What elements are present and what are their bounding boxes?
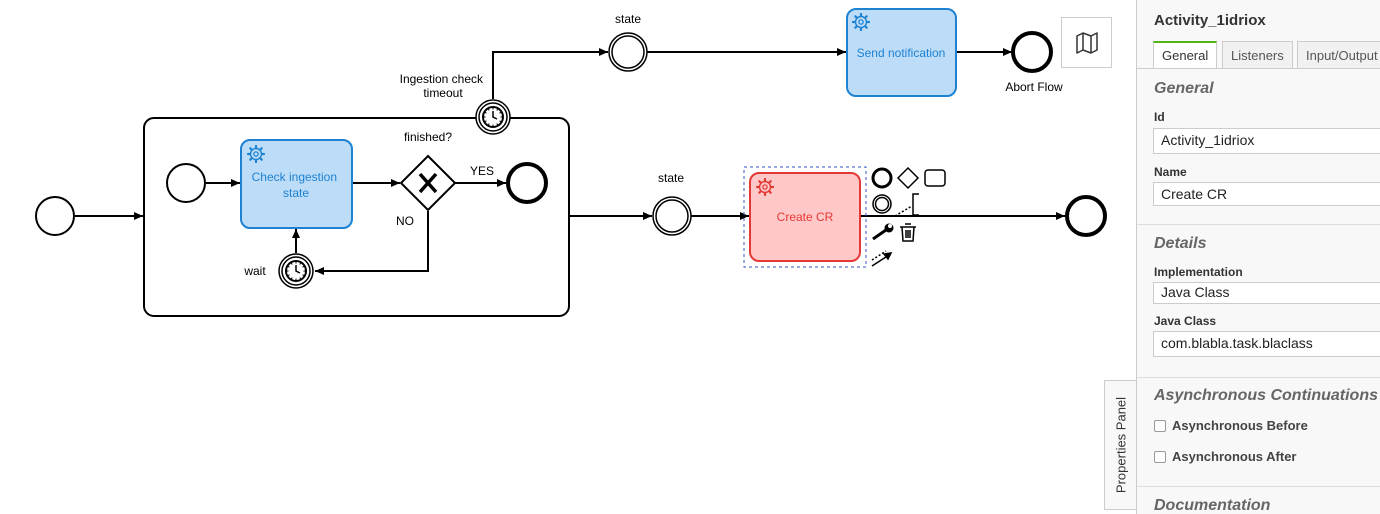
task-create-cr-shape	[749, 172, 861, 262]
group-divider	[1137, 486, 1380, 487]
async-before-checkbox[interactable]	[1154, 419, 1166, 432]
flow-label-yes: YES	[470, 164, 494, 178]
trash-icon[interactable]	[900, 223, 916, 242]
implementation-label: Implementation	[1154, 265, 1243, 279]
start-event[interactable]	[35, 196, 75, 236]
subprocess-end-event[interactable]	[506, 162, 548, 204]
id-field[interactable]: Activity_1idriox	[1153, 128, 1380, 154]
subprocess-start-event[interactable]	[166, 163, 206, 203]
task-check-ingestion-line2: state	[283, 186, 309, 200]
diagram-canvas[interactable]: Check ingestion state finished? YES NO w…	[0, 0, 1136, 514]
timeout-label: Ingestion check timeout	[400, 72, 487, 100]
selection-outline	[743, 166, 867, 268]
timeout-label-line1: Ingestion check	[400, 72, 484, 86]
connect-arrow-icon[interactable]	[871, 250, 893, 267]
flow-gateway-no[interactable]	[315, 211, 429, 275]
properties-panel-toggle-label: Properties Panel	[1113, 396, 1128, 494]
async-after-row[interactable]: Asynchronous After	[1154, 449, 1296, 464]
task-check-ingestion-shape	[240, 139, 353, 229]
properties-panel-toggle[interactable]: Properties Panel	[1104, 380, 1136, 510]
exclusive-gateway[interactable]	[399, 154, 457, 212]
id-label: Id	[1154, 110, 1165, 124]
wait-label: wait	[243, 264, 266, 278]
gateway-label: finished?	[404, 130, 452, 144]
task-send-notification-label: Send notification	[857, 46, 946, 60]
implementation-select[interactable]: Java Class	[1153, 282, 1380, 304]
panel-title: Activity_1idriox	[1154, 12, 1266, 29]
append-gateway-icon[interactable]	[896, 166, 920, 190]
intermediate-event-state-top[interactable]	[608, 32, 648, 72]
x-icon	[418, 172, 438, 194]
task-check-ingestion-line1: Check ingestion	[252, 170, 337, 184]
abort-flow-label: Abort Flow	[1005, 80, 1063, 94]
async-before-row[interactable]: Asynchronous Before	[1154, 418, 1308, 433]
sequence-flows	[75, 48, 1065, 275]
end-event-final[interactable]	[1065, 195, 1107, 237]
group-divider	[1137, 224, 1380, 225]
svg-text:Check ingestion state: Check ingestion state	[252, 170, 341, 200]
group-divider	[1137, 377, 1380, 378]
minimap-toggle-button[interactable]	[1061, 17, 1112, 68]
java-class-field[interactable]: com.blabla.task.blaclass	[1153, 331, 1380, 357]
tabs-divider	[1137, 68, 1380, 69]
async-after-label: Asynchronous After	[1172, 449, 1297, 464]
append-end-event-icon[interactable]	[871, 167, 893, 189]
clock-icon[interactable]	[475, 99, 511, 135]
java-class-label: Java Class	[1154, 314, 1217, 328]
task-check-ingestion[interactable]: Check ingestion state	[240, 139, 353, 229]
text-annotation-icon[interactable]	[894, 193, 919, 217]
group-documentation-title[interactable]: Documentation	[1154, 497, 1271, 514]
properties-panel: Activity_1idriox General Listeners Input…	[1136, 0, 1380, 514]
panel-tabs: General Listeners Input/Output	[1153, 41, 1380, 68]
state-top-label: state	[615, 12, 641, 26]
timeout-label-line2: timeout	[423, 86, 463, 100]
name-label: Name	[1154, 165, 1187, 179]
map-icon	[1075, 31, 1098, 54]
wrench-icon[interactable]	[872, 223, 894, 241]
tab-listeners[interactable]: Listeners	[1222, 41, 1293, 68]
flow-timeout-to-state[interactable]	[492, 48, 608, 99]
tab-general[interactable]: General	[1153, 41, 1218, 68]
bpmn-diagram: Check ingestion state finished? YES NO w…	[35, 8, 1107, 317]
end-event-abort[interactable]	[1011, 31, 1053, 73]
async-after-checkbox[interactable]	[1154, 450, 1166, 463]
task-create-cr[interactable]: Create CR	[749, 172, 861, 262]
state-mid-label: state	[658, 171, 684, 185]
task-send-notification-shape	[846, 8, 957, 97]
name-field[interactable]: Create CR	[1153, 182, 1380, 206]
group-general-title[interactable]: General	[1154, 80, 1214, 97]
clock-icon[interactable]	[278, 253, 314, 289]
append-intermediate-event-icon[interactable]	[872, 194, 892, 214]
tab-input-output[interactable]: Input/Output	[1297, 41, 1380, 68]
async-before-label: Asynchronous Before	[1172, 418, 1308, 433]
group-async-title[interactable]: Asynchronous Continuations	[1154, 387, 1378, 404]
intermediate-event-state-mid[interactable]	[652, 196, 692, 236]
flow-label-no: NO	[396, 214, 414, 228]
context-pad	[871, 166, 946, 267]
task-create-cr-label: Create CR	[777, 210, 834, 224]
subprocess[interactable]	[143, 117, 570, 317]
group-details-title[interactable]: Details	[1154, 235, 1207, 252]
task-send-notification[interactable]: Send notification	[846, 8, 957, 97]
append-task-icon[interactable]	[924, 169, 946, 187]
